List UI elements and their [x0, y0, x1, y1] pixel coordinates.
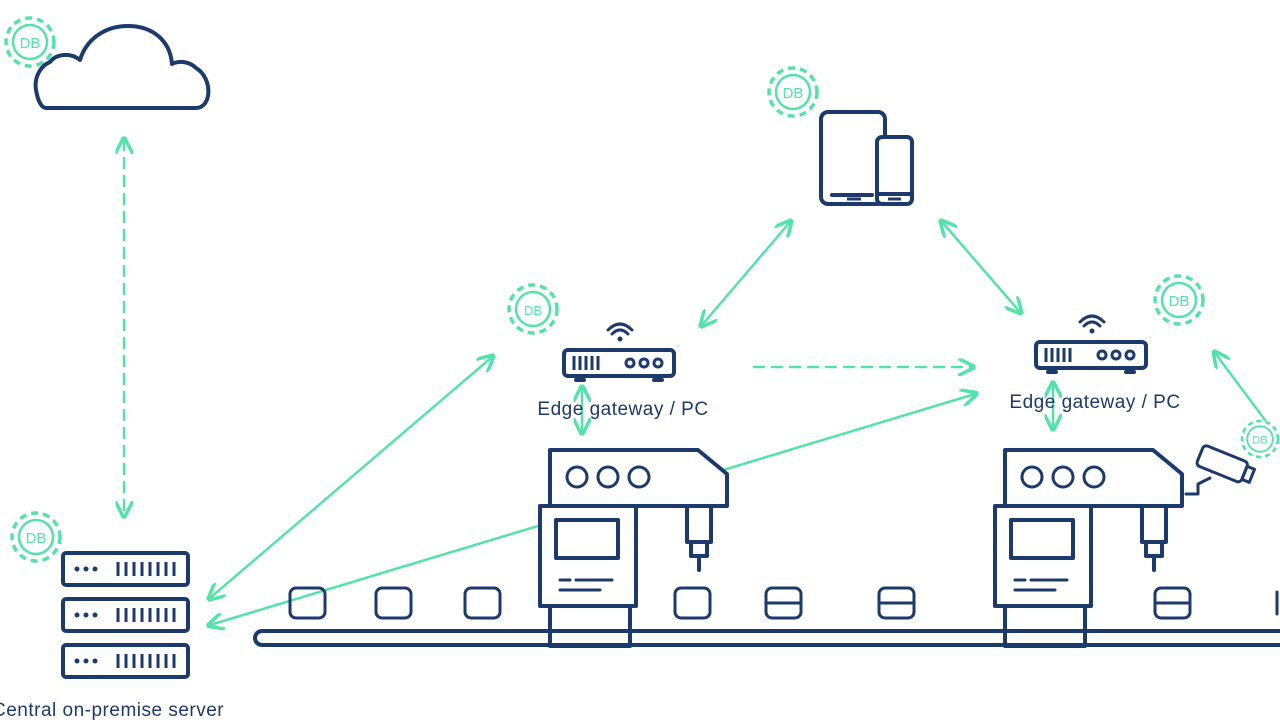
robot-machine-icon [538, 448, 729, 648]
server-rack-icon [61, 551, 190, 679]
gateway-left-label: Edge gateway / PC [537, 399, 708, 420]
connections [124, 140, 1267, 625]
conveyor-belt [253, 586, 1280, 647]
svg-text:DB: DB [26, 530, 47, 547]
mobile-gateway-right-link [942, 222, 1020, 312]
db-gear-icon: DB [10, 511, 62, 563]
svg-text:DB: DB [20, 35, 41, 52]
gateway-left-mobile-link [702, 222, 790, 325]
conveyor-item [288, 586, 327, 620]
svg-text:DB: DB [1252, 435, 1268, 447]
server-label: Central on-premise server [0, 700, 224, 721]
server-gateway-left-link [210, 357, 492, 598]
db-gear-icon: DB [767, 66, 819, 118]
conveyor-item [764, 586, 803, 620]
conveyor-item [877, 586, 916, 620]
db-gear-icon: DB [4, 16, 56, 68]
conveyor-item [463, 586, 502, 620]
svg-text:DB: DB [524, 303, 542, 318]
cloud-icon [33, 24, 211, 110]
conveyor-item [374, 586, 413, 620]
conveyor-item [1153, 586, 1192, 620]
tablet-phone-icon [819, 110, 914, 206]
svg-text:DB: DB [783, 85, 804, 102]
db-gear-icon: DB [507, 283, 559, 335]
svg-text:DB: DB [1169, 293, 1190, 310]
conveyor-item [673, 586, 712, 620]
robot-machine-icon [993, 448, 1184, 648]
wifi-icon [606, 322, 634, 342]
router-icon [562, 322, 676, 382]
router-icon [1034, 314, 1148, 374]
db-gear-icon: DB [1153, 274, 1205, 326]
wifi-icon [1078, 314, 1106, 334]
gateway-right-label: Edge gateway / PC [1009, 392, 1180, 413]
security-camera-icon [1184, 444, 1257, 496]
camera-gateway-right-link [1215, 353, 1267, 422]
db-gear-icon: DB [1240, 419, 1280, 459]
